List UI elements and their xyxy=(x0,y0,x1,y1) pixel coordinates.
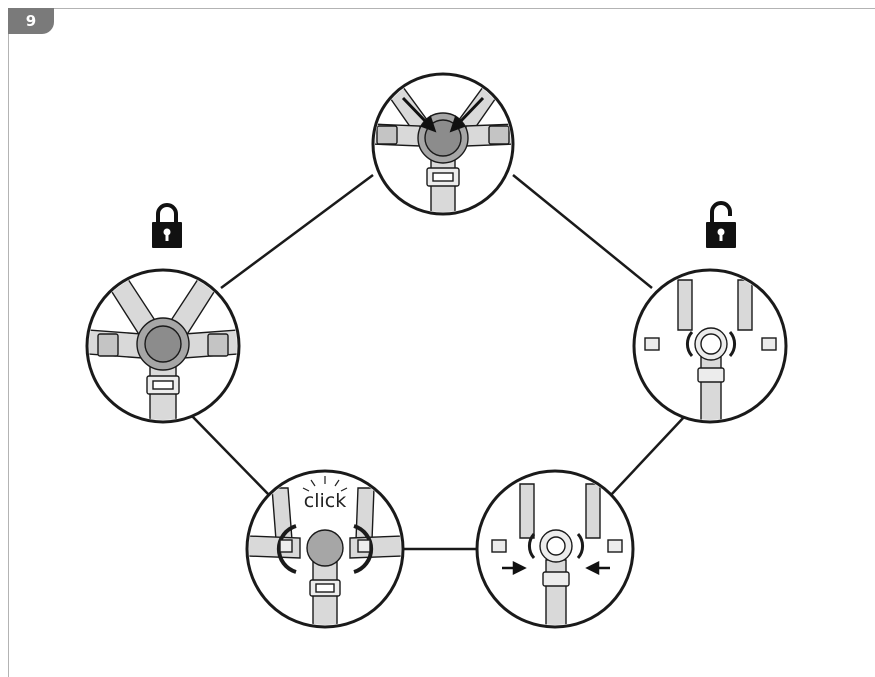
panel-locked-buckle xyxy=(85,268,241,424)
panel-click-engage: click xyxy=(245,469,405,629)
panel-press-release xyxy=(371,72,515,216)
panel-insert-tongues xyxy=(475,469,635,629)
slide-arrows-icon xyxy=(502,560,610,576)
connector-lines xyxy=(191,173,686,551)
click-burst-icon xyxy=(302,476,348,492)
lock-closed-icon xyxy=(152,203,182,248)
page-frame-top xyxy=(8,8,875,9)
panel-unlocked-buckle xyxy=(632,268,788,424)
click-label: click xyxy=(304,490,346,512)
step-number-badge: 9 xyxy=(8,8,54,34)
page-frame-left xyxy=(8,8,9,677)
press-arrows-icon xyxy=(401,96,485,133)
lock-open-icon xyxy=(706,201,736,248)
